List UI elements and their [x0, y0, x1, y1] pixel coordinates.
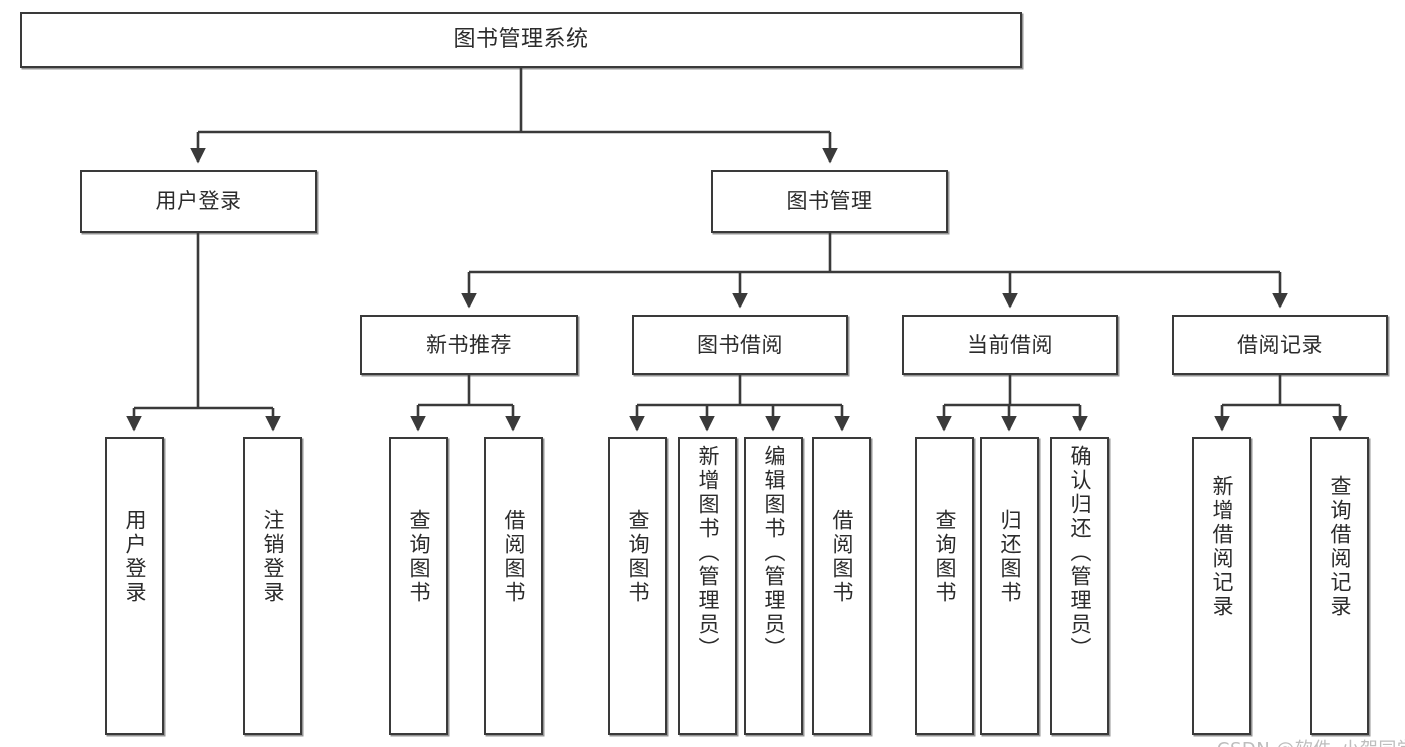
leaf-user-login[interactable]: 用户登录 [105, 437, 164, 735]
node-label: 新增借阅记录 [1210, 475, 1234, 619]
node-borrow-record[interactable]: 借阅记录 [1172, 315, 1388, 375]
node-label: 用户登录 [123, 509, 147, 605]
node-label: 查询图书 [933, 509, 957, 605]
node-label: 当前借阅 [967, 332, 1053, 357]
node-label: 图书借阅 [697, 332, 783, 357]
node-label: 确认归还（管理员） [1068, 445, 1092, 661]
leaf-query-book-borrow[interactable]: 查询图书 [608, 437, 667, 735]
node-label: 归还图书 [998, 509, 1022, 605]
node-current-borrow[interactable]: 当前借阅 [902, 315, 1118, 375]
node-label: 注销登录 [261, 509, 285, 605]
csdn-watermark: CSDN @软件_小贺同学 [1192, 714, 1405, 747]
leaf-logout[interactable]: 注销登录 [243, 437, 302, 735]
node-user-login[interactable]: 用户登录 [80, 170, 317, 233]
node-root-system[interactable]: 图书管理系统 [20, 12, 1022, 68]
node-label: 新书推荐 [426, 332, 512, 357]
node-label: 借阅图书 [502, 509, 526, 605]
node-label: 查询图书 [407, 509, 431, 605]
leaf-query-book-current[interactable]: 查询图书 [915, 437, 974, 735]
leaf-query-book-new[interactable]: 查询图书 [389, 437, 448, 735]
node-label: 新增图书（管理员） [696, 445, 720, 661]
node-label: 借阅记录 [1237, 332, 1323, 357]
node-new-book-recommend[interactable]: 新书推荐 [360, 315, 578, 375]
node-label: 借阅图书 [830, 509, 854, 605]
leaf-add-book-admin[interactable]: 新增图书（管理员） [678, 437, 737, 735]
node-label: 图书管理 [786, 189, 873, 214]
watermark-text: CSDN @软件_小贺同学 [1217, 739, 1405, 747]
leaf-borrow-book[interactable]: 借阅图书 [812, 437, 871, 735]
leaf-confirm-return-admin[interactable]: 确认归还（管理员） [1050, 437, 1109, 735]
node-label: 用户登录 [155, 189, 242, 214]
leaf-edit-book-admin[interactable]: 编辑图书（管理员） [744, 437, 803, 735]
leaf-borrow-book-new[interactable]: 借阅图书 [484, 437, 543, 735]
leaf-add-borrow-record[interactable]: 新增借阅记录 [1192, 437, 1251, 735]
node-label: 编辑图书（管理员） [762, 445, 786, 661]
leaf-return-book[interactable]: 归还图书 [980, 437, 1039, 735]
node-label: 查询图书 [626, 509, 650, 605]
leaf-query-borrow-record[interactable]: 查询借阅记录 [1310, 437, 1369, 735]
node-label: 图书管理系统 [453, 27, 589, 53]
node-book-borrow[interactable]: 图书借阅 [632, 315, 848, 375]
node-book-management[interactable]: 图书管理 [711, 170, 948, 233]
node-label: 查询借阅记录 [1328, 475, 1352, 619]
